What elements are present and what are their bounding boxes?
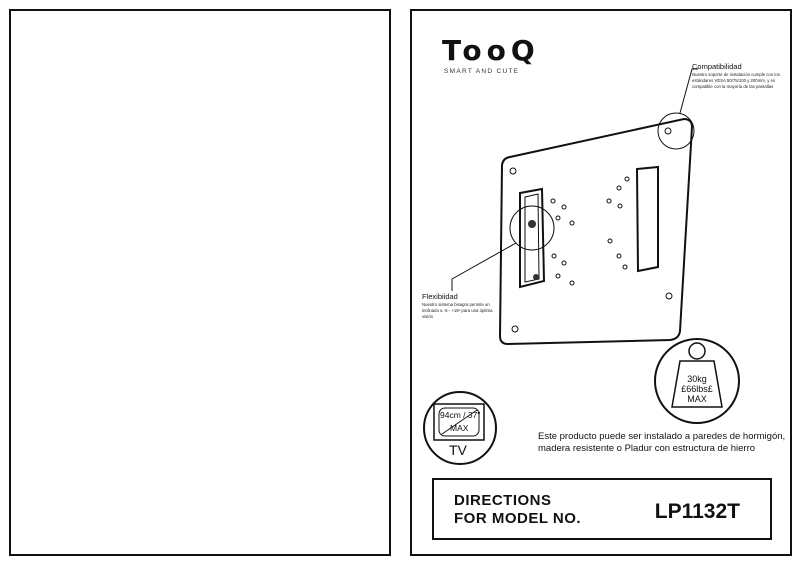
model-number: LP1132T (654, 500, 740, 523)
weight-limit-label: 30kg £66lbs£ MAX (674, 374, 720, 404)
flexibility-text: Nuestro sistema bisagra permite un incli… (422, 302, 493, 319)
manual-cover-page: TooQ SMART AND CUTE Compa (410, 9, 792, 556)
tv-max: MAX (450, 423, 469, 433)
weight-lbs: £66lbs£ (681, 384, 713, 394)
flexibility-title: Flexibiidad (422, 292, 458, 301)
tooq-logo: TooQ (442, 34, 540, 67)
directions-line2: FOR MODEL NO. (454, 510, 582, 527)
bracket-illustration (423, 68, 740, 465)
directions-line1: DIRECTIONS (454, 492, 552, 509)
wall-plate (498, 117, 694, 346)
tv-size: 94cm / 37" (440, 410, 481, 420)
weight-max: MAX (687, 394, 707, 404)
installation-note: Este producto puede ser instalado a pare… (538, 431, 786, 454)
blank-left-page (9, 9, 391, 556)
directions-heading: DIRECTIONS FOR MODEL NO. (454, 492, 581, 528)
weight-kg: 30kg (687, 374, 707, 384)
compatibility-title: Compatibilidad (692, 62, 742, 71)
logo-tagline: SMART AND CUTE (444, 68, 520, 75)
directions-box: DIRECTIONS FOR MODEL NO. LP1132T (432, 478, 772, 540)
compatibility-text: Nuestro soporte de instalación cumple co… (692, 72, 780, 89)
tv-label: TV (449, 442, 467, 458)
